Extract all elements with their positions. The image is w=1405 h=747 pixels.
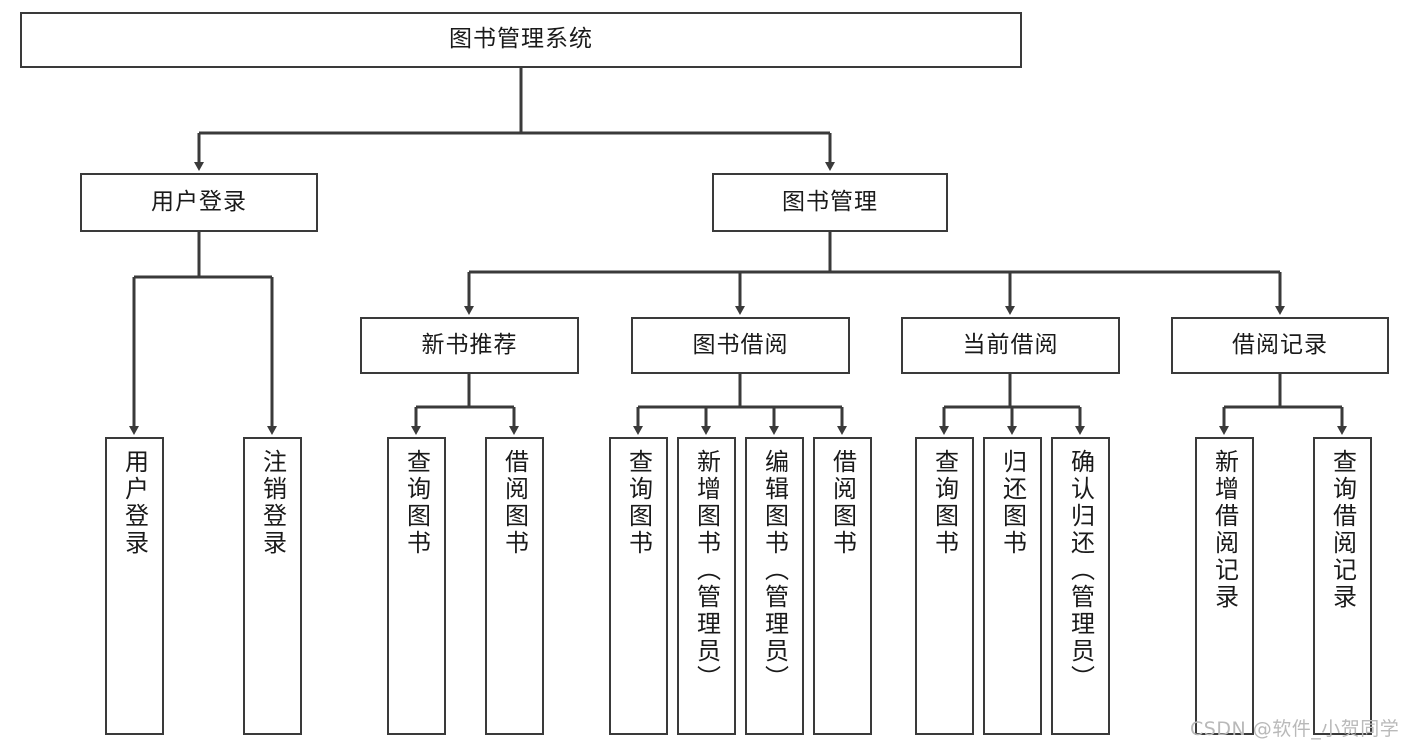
node-leaf-return-book-label: 归还图书 bbox=[998, 449, 1027, 557]
node-leaf-add-record[interactable]: 新增借阅记录 bbox=[1195, 437, 1254, 735]
node-leaf-logout-login[interactable]: 注销登录 bbox=[243, 437, 302, 735]
node-leaf-borrow-book-1-label: 借阅图书 bbox=[500, 449, 529, 557]
node-leaf-query-book-3[interactable]: 查询图书 bbox=[915, 437, 974, 735]
node-leaf-borrow-book-2-label: 借阅图书 bbox=[828, 449, 857, 557]
node-leaf-user-login[interactable]: 用户登录 bbox=[105, 437, 164, 735]
node-root-label: 图书管理系统 bbox=[449, 26, 593, 53]
node-user-login[interactable]: 用户登录 bbox=[80, 173, 318, 232]
node-book-manage[interactable]: 图书管理 bbox=[712, 173, 948, 232]
node-new-book-recommend[interactable]: 新书推荐 bbox=[360, 317, 579, 374]
node-leaf-return-book[interactable]: 归还图书 bbox=[983, 437, 1042, 735]
node-leaf-confirm-return-label: 确认归还（管理员） bbox=[1066, 449, 1095, 692]
node-leaf-add-book-label: 新增图书（管理员） bbox=[692, 449, 721, 692]
edge-group-user-login bbox=[129, 232, 277, 435]
edge-group-borrow-record bbox=[1219, 374, 1347, 435]
edge-group-root bbox=[194, 68, 835, 171]
node-leaf-query-book-1[interactable]: 查询图书 bbox=[387, 437, 446, 735]
node-book-borrow[interactable]: 图书借阅 bbox=[631, 317, 850, 374]
node-leaf-query-book-1-label: 查询图书 bbox=[402, 449, 431, 557]
node-leaf-confirm-return[interactable]: 确认归还（管理员） bbox=[1051, 437, 1110, 735]
node-leaf-user-login-label: 用户登录 bbox=[120, 449, 149, 557]
node-leaf-query-book-2-label: 查询图书 bbox=[624, 449, 653, 557]
node-user-login-label: 用户登录 bbox=[151, 188, 247, 215]
node-leaf-query-book-2[interactable]: 查询图书 bbox=[609, 437, 668, 735]
edge-group-new-book-recommend bbox=[411, 374, 519, 435]
node-leaf-edit-book-label: 编辑图书（管理员） bbox=[760, 449, 789, 692]
edge-group-book-manage bbox=[464, 232, 1285, 315]
node-leaf-add-record-label: 新增借阅记录 bbox=[1210, 449, 1239, 611]
node-new-book-recommend-label: 新书推荐 bbox=[421, 331, 518, 358]
node-borrow-record-label: 借阅记录 bbox=[1232, 331, 1328, 358]
node-current-borrow[interactable]: 当前借阅 bbox=[901, 317, 1120, 374]
node-leaf-borrow-book-2[interactable]: 借阅图书 bbox=[813, 437, 872, 735]
edge-group-current-borrow bbox=[939, 374, 1085, 435]
node-leaf-query-record-label: 查询借阅记录 bbox=[1328, 449, 1357, 611]
node-book-manage-label: 图书管理 bbox=[782, 188, 878, 215]
edge-group-book-borrow bbox=[633, 374, 847, 435]
node-leaf-borrow-book-1[interactable]: 借阅图书 bbox=[485, 437, 544, 735]
node-root[interactable]: 图书管理系统 bbox=[20, 12, 1022, 68]
node-current-borrow-label: 当前借阅 bbox=[962, 331, 1059, 358]
node-book-borrow-label: 图书借阅 bbox=[692, 331, 789, 358]
node-leaf-query-record[interactable]: 查询借阅记录 bbox=[1313, 437, 1372, 735]
node-leaf-add-book[interactable]: 新增图书（管理员） bbox=[677, 437, 736, 735]
csdn-watermark: CSDN @软件_小贺同学 bbox=[1190, 718, 1400, 740]
node-leaf-query-book-3-label: 查询图书 bbox=[930, 449, 959, 557]
node-borrow-record[interactable]: 借阅记录 bbox=[1171, 317, 1389, 374]
node-leaf-edit-book[interactable]: 编辑图书（管理员） bbox=[745, 437, 804, 735]
node-leaf-logout-login-label: 注销登录 bbox=[258, 449, 287, 557]
